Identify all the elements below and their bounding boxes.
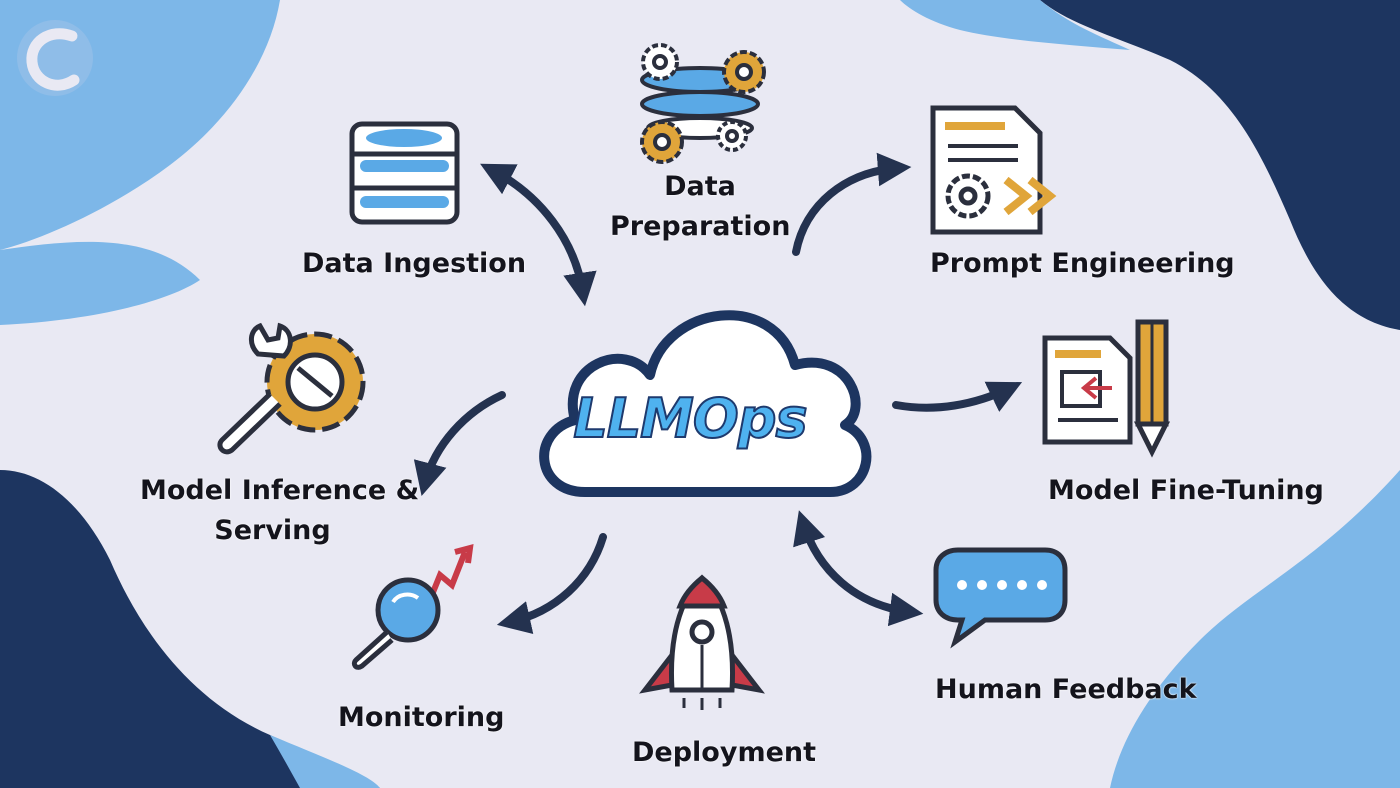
bg-blob-top-left-light xyxy=(0,241,200,325)
stage-label-human-feedback: Human Feedback xyxy=(935,674,1197,705)
arrow-feedback xyxy=(793,510,924,627)
arrow-monitoring xyxy=(496,533,607,635)
magnifier-chart-icon xyxy=(351,543,474,670)
stage-label-data-ingestion: Data Ingestion xyxy=(302,248,527,279)
database-icon xyxy=(349,121,460,225)
stage-label-prompt-engineering: Prompt Engineering xyxy=(930,248,1235,279)
chat-bubble-icon xyxy=(933,547,1068,649)
bg-blob-bottom-left-light xyxy=(270,735,380,788)
stage-label-model-fine-tuning: Model Fine-Tuning xyxy=(1048,475,1324,506)
arrow-inference xyxy=(413,391,506,496)
arrow-finetuning xyxy=(892,381,1023,412)
stage-label-monitoring: Monitoring xyxy=(338,702,505,733)
center-title: LLMOps xyxy=(572,386,808,451)
gear-wrench-icon xyxy=(217,322,366,455)
brand-logo-c-icon xyxy=(17,20,93,96)
stage-label-model-inference: Model Inference & Serving xyxy=(140,475,420,546)
cloud-icon xyxy=(539,310,872,497)
bg-blob-top-right xyxy=(1040,0,1400,330)
flow-arrows xyxy=(413,152,1023,635)
bg-blob-top-right-light xyxy=(900,0,1130,50)
rocket-icon xyxy=(639,574,765,710)
gears-database-icon xyxy=(640,43,766,164)
document-pencil-icon xyxy=(1042,319,1171,458)
arrow-ingestion xyxy=(480,163,597,307)
stage-label-deployment: Deployment xyxy=(632,737,817,768)
bg-blob-bottom-right xyxy=(1110,470,1400,788)
document-gear-icon xyxy=(930,105,1057,235)
stage-label-data-preparation: Data Preparation xyxy=(610,171,791,242)
arrow-preparation xyxy=(792,152,912,256)
bg-blob-bottom-left xyxy=(0,470,380,788)
